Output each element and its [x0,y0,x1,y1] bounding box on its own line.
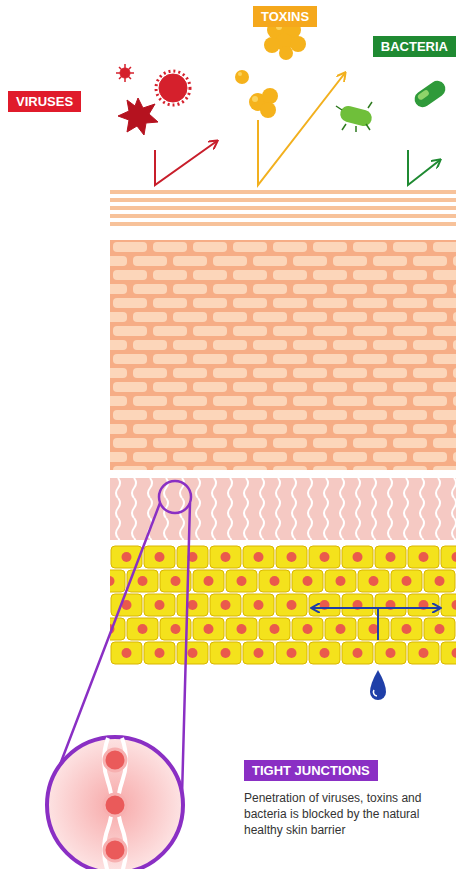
bacteria-tag: BACTERIA [373,36,456,57]
label-tag: TIGHT JUNCTIONS [244,760,378,781]
note-text: Penetration of viruses, toxins and bacte… [244,790,450,838]
toxins-tag: TOXINS [253,6,317,27]
tight-junctions-note: TIGHT JUNCTIONS Penetration of viruses, t… [244,760,450,838]
label-tag: BACTERIA [373,36,456,57]
label-tag: VIRUSES [8,91,81,112]
viruses-tag: VIRUSES [8,91,81,112]
label-tag: TOXINS [253,6,317,27]
